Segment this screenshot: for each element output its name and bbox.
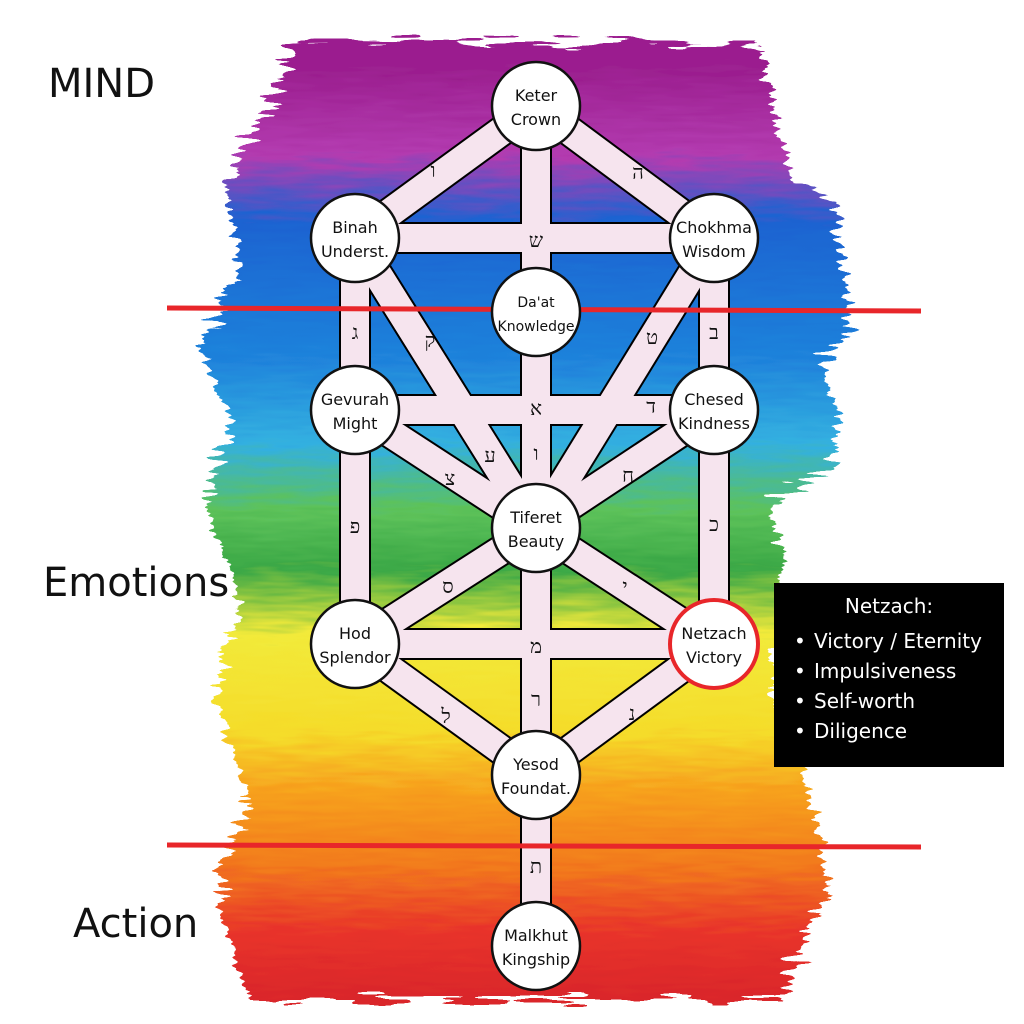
sefirah-name: Chesed — [684, 390, 744, 409]
sefirah-meaning: Kindness — [678, 414, 750, 433]
sefirah-meaning: Wisdom — [682, 242, 746, 261]
emotions-action-divider — [166, 842, 922, 850]
section-label-action: Action — [73, 901, 199, 947]
info-box-title: Netzach: — [844, 594, 934, 618]
sefirah-name: Da'at — [517, 295, 555, 311]
path-letter: ש — [529, 228, 543, 252]
path-letter: ע — [484, 443, 495, 467]
info-item: Self-worth — [794, 686, 1004, 716]
path-letter: ה — [632, 160, 644, 184]
sefirah-circle — [668, 598, 760, 690]
sefirah-meaning: Kingship — [502, 950, 570, 969]
path-letter: ל — [440, 704, 450, 728]
section-label-emotions: Emotions — [43, 560, 230, 606]
info-item: Victory / Eternity — [794, 626, 1004, 656]
sefirah-name: Yesod — [512, 755, 559, 774]
sefirah-circle — [668, 364, 760, 456]
sefirah-circle — [309, 364, 401, 456]
sefirah-meaning: Beauty — [508, 532, 565, 551]
info-item: Diligence — [794, 716, 1004, 746]
sefirah-name: Keter — [515, 86, 558, 105]
path-letter: א — [530, 396, 542, 420]
sefirah-name: Gevurah — [321, 390, 389, 409]
sefirah-meaning: Foundat. — [501, 779, 571, 798]
sefirah-circle — [490, 900, 582, 992]
sefirah-meaning: Might — [333, 414, 378, 433]
info-box-list: Victory / Eternity Impulsiveness Self-wo… — [774, 626, 1004, 746]
path-letter: נ — [629, 701, 636, 725]
sefirah-name: Malkhut — [504, 926, 568, 945]
path-letter: ר — [531, 687, 541, 711]
sefirah-name: Hod — [339, 624, 371, 643]
path-letter: י — [622, 574, 627, 598]
sefirah-circle — [668, 192, 760, 284]
path-letter: ח — [622, 463, 634, 487]
path-letter: ס — [442, 574, 453, 598]
path-letter: ת — [530, 854, 542, 878]
netzach-info-box: Netzach: Victory / Eternity Impulsivenes… — [774, 583, 1004, 767]
sefirah-meaning: Splendor — [319, 648, 391, 667]
sefirah-meaning: Victory — [686, 648, 742, 667]
path-letter: ד — [646, 394, 656, 418]
path-binah-tiferet — [343, 230, 548, 536]
sefirah-circle — [490, 60, 582, 152]
path-letter: ב — [709, 320, 719, 344]
sefirah-meaning: Knowledge — [498, 319, 575, 335]
sefirah-circle — [490, 729, 582, 821]
sefirah-circle — [309, 598, 401, 690]
path-letter: ג — [352, 320, 359, 344]
sefirah-circle — [309, 192, 401, 284]
sefirah-name: Binah — [332, 218, 378, 237]
path-letter: כ — [709, 512, 719, 536]
sefirah-name: Tiferet — [509, 508, 562, 527]
path-chokhma-tiferet — [524, 230, 726, 536]
path-letter: מ — [530, 634, 542, 658]
sefirah-name: Netzach — [681, 624, 746, 643]
path-letter: ק — [425, 328, 436, 352]
sefirah-meaning: Underst. — [321, 242, 389, 261]
section-label-mind: MIND — [48, 61, 156, 107]
sefirah-meaning: Crown — [511, 110, 561, 129]
path-letter: ו — [430, 158, 435, 182]
path-letter: ו — [533, 441, 538, 465]
info-item: Impulsiveness — [794, 656, 1004, 686]
sefirah-circle — [490, 266, 582, 358]
path-letter: ט — [646, 325, 658, 349]
sefirah-name: Chokhma — [676, 218, 752, 237]
path-letter: צ — [445, 466, 455, 490]
path-letter: פ — [350, 514, 360, 538]
sefirah-circle — [490, 482, 582, 574]
